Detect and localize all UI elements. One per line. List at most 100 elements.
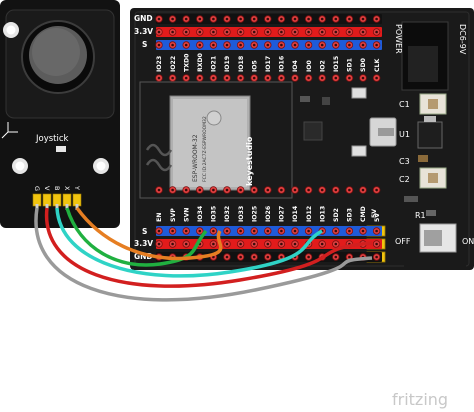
joystick-pin-label: B [53,186,61,190]
esp-bottom-header-pin-hole [157,188,161,192]
esp-bottom-header-pin-hole [225,188,229,192]
top-header-pin-hole [293,43,297,47]
top-header-pin-hole [252,43,256,47]
esp-top-header-pin-hole [157,76,161,80]
top-header-pin-hole [266,17,270,21]
top-header-pin-hole [348,30,351,34]
bottom-pin-label: IO27 [279,206,286,222]
top-pin-label: IO18 [238,56,245,72]
top-header-pin-hole [361,43,365,47]
side-5v-label: 5V [371,209,378,218]
joystick-pin-lead [55,204,59,210]
esp-top-header-pin-hole [293,76,297,80]
bottom-header-pin-hole [252,255,256,259]
top-pin-label: IO4 [292,59,299,72]
mount-hole-center [96,161,106,171]
top-pin-label: IO5 [251,60,258,72]
top-pin-label: TXD0 [183,53,190,72]
bottom-header-pin-hole [157,242,161,246]
u1-label: U1 [399,130,410,139]
top-header-pin-hole [266,30,270,34]
top-header-pin-hole [239,17,242,21]
r1-label: R1 [415,211,426,220]
dc-jack-opening [408,46,438,82]
top-pin-label: IO17 [265,56,272,72]
antenna-icon-2 [145,158,173,172]
esp-bottom-header-pin-hole [348,188,351,192]
top-header-pin-hole [171,43,174,47]
esp-top-header-pin-hole [239,76,242,80]
switch-slider[interactable] [424,230,442,246]
top-header-pin-hole [334,30,338,34]
top-header-pin-hole [375,17,378,21]
bottom-pin-label: EN [156,213,163,222]
joystick-led [56,146,66,152]
joystick-knob-top[interactable] [32,28,80,76]
bottom-header-pin-hole [375,255,378,259]
top-header-pin-hole [348,17,351,21]
antenna-icon [145,143,173,157]
bottom-header-pin-hole [252,229,256,233]
top-s-label: S [142,40,147,49]
top-pin-label: IO23 [156,56,163,72]
top-header-pin-hole [334,43,338,47]
bottom-header-pin-hole [266,255,270,259]
wire-vcc [44,207,373,288]
bottom-pin-label: IO25 [251,206,258,222]
regulator-u1 [417,121,443,149]
esp-bottom-header-pin-hole [280,188,283,192]
bottom-header-pin-hole [293,229,297,233]
bottom-header-pin-hole [280,229,283,233]
esp-top-header-pin-hole [334,76,338,80]
top-header-pin-hole [239,30,242,34]
top-header-pin-hole [225,17,229,21]
bottom-header-pin-hole [280,255,283,259]
wires [34,206,373,302]
top-header-pin-hole [212,43,215,47]
bottom-pin-label: SVN [183,208,190,222]
top-pin-label: IO19 [224,56,231,72]
led-component [322,97,330,105]
top-pin-label: IO16 [279,56,286,72]
joystick-pin-label: V [43,186,51,191]
bottom-header-pin-hole [157,229,161,233]
mount-hole-center [6,25,16,35]
regulator-tab [424,116,436,122]
wire-gnd [34,207,373,302]
bottom-header-pin-hole [307,229,310,233]
bottom-header-pin-hole [375,229,378,233]
bottom-pin-label: IO13 [319,206,326,222]
joystick-pin-label: G [33,186,41,191]
esp-top-header-pin-hole [280,76,283,80]
dc-label: DC6-9V [458,24,467,55]
switch-off-label: OFF [395,237,411,246]
bottom-header-pin-hole [348,255,351,259]
top-header-pin-hole [212,17,215,21]
top-header-pin-hole [252,17,256,21]
top-header-pin-hole [320,17,324,21]
esp-bottom-header-pin-hole [239,188,242,192]
capacitor-c2-body [428,173,438,183]
espressif-logo-icon [206,110,222,126]
top-header-pin-hole [184,30,188,34]
esp-top-header-pin-hole [171,76,174,80]
bottom-header-pin-hole [184,229,188,233]
top-header-pin-hole [293,30,297,34]
bottom-header-pin-hole [348,229,351,233]
c2-label: C2 [399,175,410,184]
esp32-board [130,8,474,270]
fritzing-watermark: fritzing [392,390,448,409]
bottom-header-pin-hole [239,255,242,259]
bottom-header-pin-hole [334,255,338,259]
bottom-header-pin-hole [334,229,338,233]
top-header-pin-hole [157,30,161,34]
esp-top-header-pin-hole [361,76,365,80]
bottom-header-rows [155,186,382,262]
top-header-pin-hole [280,17,283,21]
bottom-pin-label: 5V [374,213,381,222]
esp-bottom-header-pin-hole [293,188,297,192]
smd-part [404,196,418,202]
esp32-module: ESP-WROOM-32 FCC ID:2AC7Z-ESPWROOM32 [139,81,293,199]
wire-y-axis [75,206,223,261]
